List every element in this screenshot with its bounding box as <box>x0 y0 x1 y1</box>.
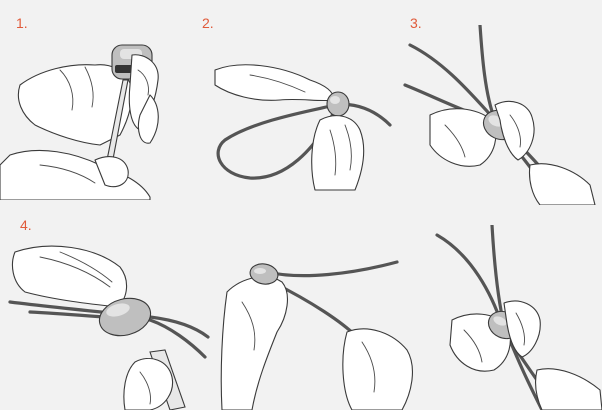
step-4b-illustration <box>212 232 432 410</box>
step-4a-illustration <box>0 232 210 410</box>
step-2-label: 2. <box>202 16 214 30</box>
step-2-illustration <box>195 30 405 200</box>
step-1-illustration <box>0 25 200 200</box>
step-4c-illustration <box>432 225 602 410</box>
step-4-label: 4. <box>20 218 32 232</box>
step-3-illustration <box>400 25 602 205</box>
